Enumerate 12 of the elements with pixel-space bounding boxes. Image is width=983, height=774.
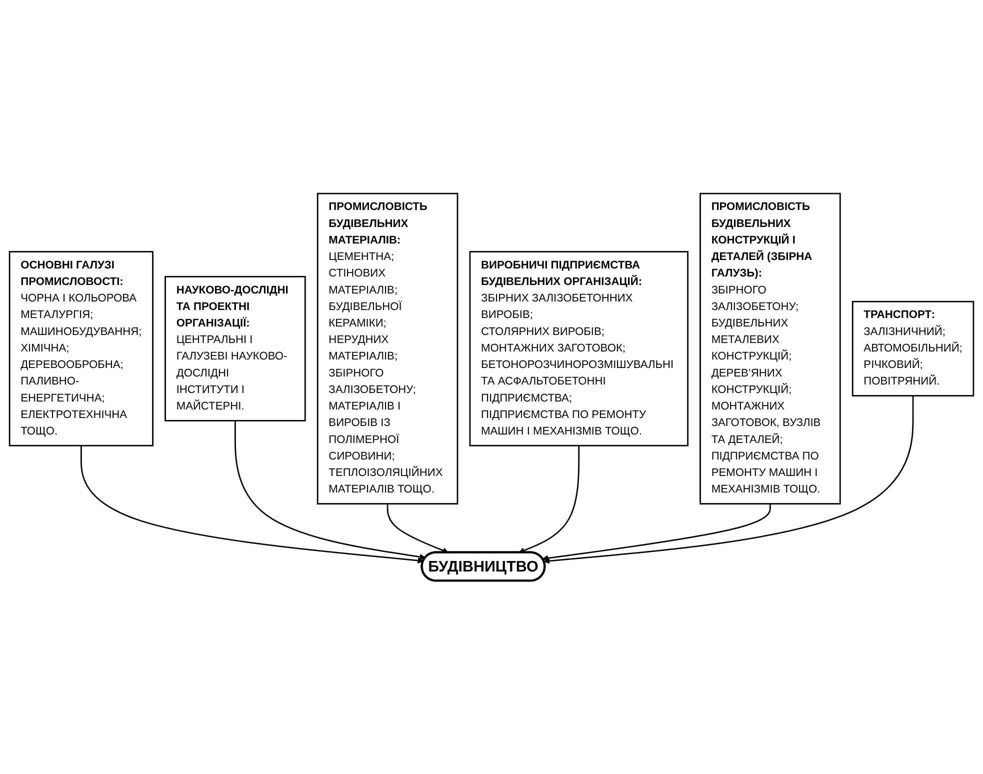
node-box: ВИРОБНИЧІ ПІДПРИЄМСТВА БУДІВЕЛЬНИХ ОРГАНІЗАЦІЙ: ЗБІРНИХ ЗАЛІЗОБЕТОННИХ ВИРОБІВ; СТОЛЯРНИХ ВИРОБІВ; МОНТАЖНИХ ЗАГОТОВОК; БЕТОНОРОЗЧИНОРОЗМІШУВАЛЬНІ ТА АСФАЛЬТОБЕТОННІ ПІДПРИЄМСТВА; ПІДПРИЄМСТВА ПО РЕМОНТУ МАШИН І МЕХАНІЗМІВ ТОЩО. xyxy=(469,250,688,446)
arrow xyxy=(542,504,771,562)
node-box: ОСНОВНІ ГАЛУЗІ ПРОМИСЛОВОСТІ: ЧОРНА І КОЛЬОРОВА МЕТАЛУРГІЯ; МАШИНОБУДУВАННЯ; ХІМІЧНА; ДЕРЕВООБРОБНА; ПАЛИВНО-ЕНЕРГЕТИЧНА; ЕЛЕКТРОТЕХНІЧНА ТОЩО. xyxy=(8,250,154,446)
arrow xyxy=(234,420,426,560)
node-box: НАУКОВО-ДОСЛІДНІ ТА ПРОЕКТНІ ОРГАНІЗАЦІЇ: ЦЕНТРАЛЬНІ І ГАЛУЗЕВІ НАУКОВО-ДОСЛІДНІ ІНСТИТУТИ І МАЙСТЕРНІ. xyxy=(164,276,306,422)
node-box: ПРОМИСЛОВІСТЬ БУДІВЕЛЬНИХ МАТЕРІАЛІВ: ЦЕМЕНТНА; СТІНОВИХ МАТЕРІАЛІВ; БУДІВЕЛЬНОЇ КЕРАМІКИ; НЕРУДНИХ МАТЕРІАЛІВ; ЗБІРНОГО ЗАЛІЗОБЕТОНУ; МАТЕРІАЛІВ І ВИРОБІВ ІЗ ПОЛІМЕРНОЇ СИРОВИНИ; ТЕПЛОІЗОЛЯЦІЙНИХ МАТЕРІАЛІВ ТОЩО. xyxy=(316,192,458,504)
node-box: ТРАНСПОРТ: ЗАЛІЗНИЧНИЙ; АВТОМОБІЛЬНИЙ; РІЧКОВИЙ; ПОВІТРЯНИЙ. xyxy=(852,300,974,396)
arrow xyxy=(80,446,424,564)
node-box: ПРОМИСЛОВІСТЬ БУДІВЕЛЬНИХ КОНСТРУКЦІЙ І ДЕТАЛЕЙ (ЗБІРНА ГАЛУЗЬ): ЗБІРНОГО ЗАЛІЗОБЕТОНУ; БУДІВЕЛЬНИХ МЕТАЛЕВИХ КОНСТРУКЦІЙ; ДЕРЕВ’ЯНИХ КОНСТРУКЦІЙ; МОНТАЖНИХ ЗАГОТОВОК, ВУЗЛІВ ТА ДЕТАЛЕЙ; ПІДПРИЄМСТВА ПО РЕМОНТУ МАШИН І МЕХАНІЗМІВ ТОЩО. xyxy=(700,192,841,504)
arrow xyxy=(544,396,914,564)
arrow xyxy=(518,446,580,554)
arrow xyxy=(386,504,448,554)
